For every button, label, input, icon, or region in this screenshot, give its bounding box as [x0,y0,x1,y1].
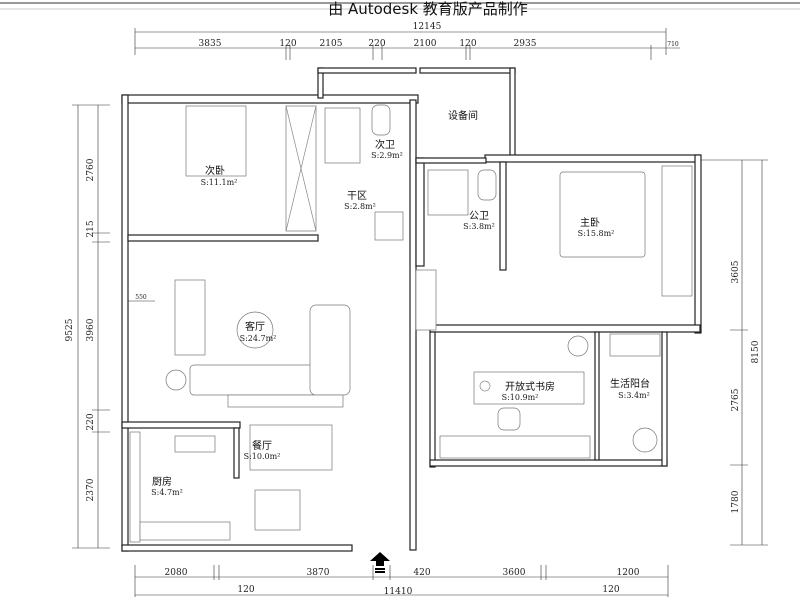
dim-top: 2105 [320,39,343,49]
dim-bottom-sub: 120 [602,585,619,595]
room-area: S:4.7m² [151,488,183,497]
room-name: 开放式书房 [505,380,555,393]
dining-table [249,424,333,471]
watermark-title: 由 Autodesk 教育版产品制作 [328,0,528,18]
dim-bottom: 1200 [617,568,640,578]
dim-top: 2100 [414,39,437,49]
dim-top: 120 [459,39,476,49]
top-dimensions [134,28,680,60]
laundry-sink [609,333,661,357]
dim-top: 220 [368,39,385,49]
room-name: 厨房 [152,475,172,488]
sink [374,211,404,241]
dim-left-offset: 550 [135,294,147,301]
armchairs [174,279,206,356]
dim-left: 2760 [86,158,96,181]
counter [129,431,141,543]
room-name: 干区 [347,190,367,202]
toilet [371,104,391,136]
right-dimensions [700,159,768,546]
dim-left: 2370 [86,478,96,501]
room-name: 次卧 [205,164,225,177]
dim-bottom: 2080 [165,568,188,578]
room-name: 主卧 [580,216,600,229]
shower-tray [324,107,361,164]
study-label-box [473,371,585,405]
study-chair [497,407,521,431]
bottom-dimensions [134,565,669,597]
room-name: 餐厅 [252,439,272,452]
dim-left: 220 [86,413,96,430]
room-name: 设备间 [448,109,478,122]
dim-bottom-total: 11410 [384,587,413,597]
cabinet [415,269,437,331]
plant [567,335,589,357]
dim-top-total: 12145 [413,22,442,32]
dim-left: 215 [86,220,96,237]
wardrobe [661,165,693,297]
dim-bottom: 420 [413,568,430,578]
stove [174,435,216,453]
dim-top: 3835 [199,39,222,49]
room-name: 公卫 [469,211,489,222]
tv-cabinet [227,394,344,408]
room-area: S:11.1m² [201,178,238,187]
fridge [254,489,301,531]
dim-top: 120 [279,39,296,49]
dim-top: 2935 [514,39,537,49]
dim-left: 3960 [86,318,96,341]
side-table [165,369,187,391]
dim-right-total: 8150 [751,340,761,363]
left-dimensions [72,104,110,549]
dim-left-total: 9525 [65,318,75,341]
toilet [477,169,497,201]
room-area: S:3.8m² [463,222,495,231]
room-area: S:24.7m² [240,334,277,343]
dim-bottom: 3870 [307,568,330,578]
dim-right: 3605 [731,260,741,283]
furniture [129,104,693,543]
room-area: S:10.9m² [502,393,539,402]
plant [632,427,658,453]
coffee-table [236,311,274,349]
shower-corner [427,169,469,216]
room-name: 生活阳台 [610,377,650,390]
desk [439,435,591,459]
dim-right: 2765 [731,388,741,411]
room-name: 次卫 [375,138,395,151]
room-area: S:2.9m² [371,151,403,160]
bed-master [559,171,646,258]
counter [139,521,231,541]
dim-right: 1780 [731,490,741,513]
room-area: S:10.0m² [244,452,281,461]
room-area: S:3.4m² [618,391,650,400]
dim-bottom-sub: 120 [237,585,254,595]
room-area: S:2.8m² [344,202,376,211]
room-area: S:15.8m² [578,229,615,238]
dim-top: 710 [667,41,679,48]
bed-secondary [185,105,247,177]
sofa-chaise [309,304,351,396]
room-name: 客厅 [245,320,265,333]
dim-bottom: 3600 [503,568,526,578]
entrance-arrow-icon [370,552,390,573]
